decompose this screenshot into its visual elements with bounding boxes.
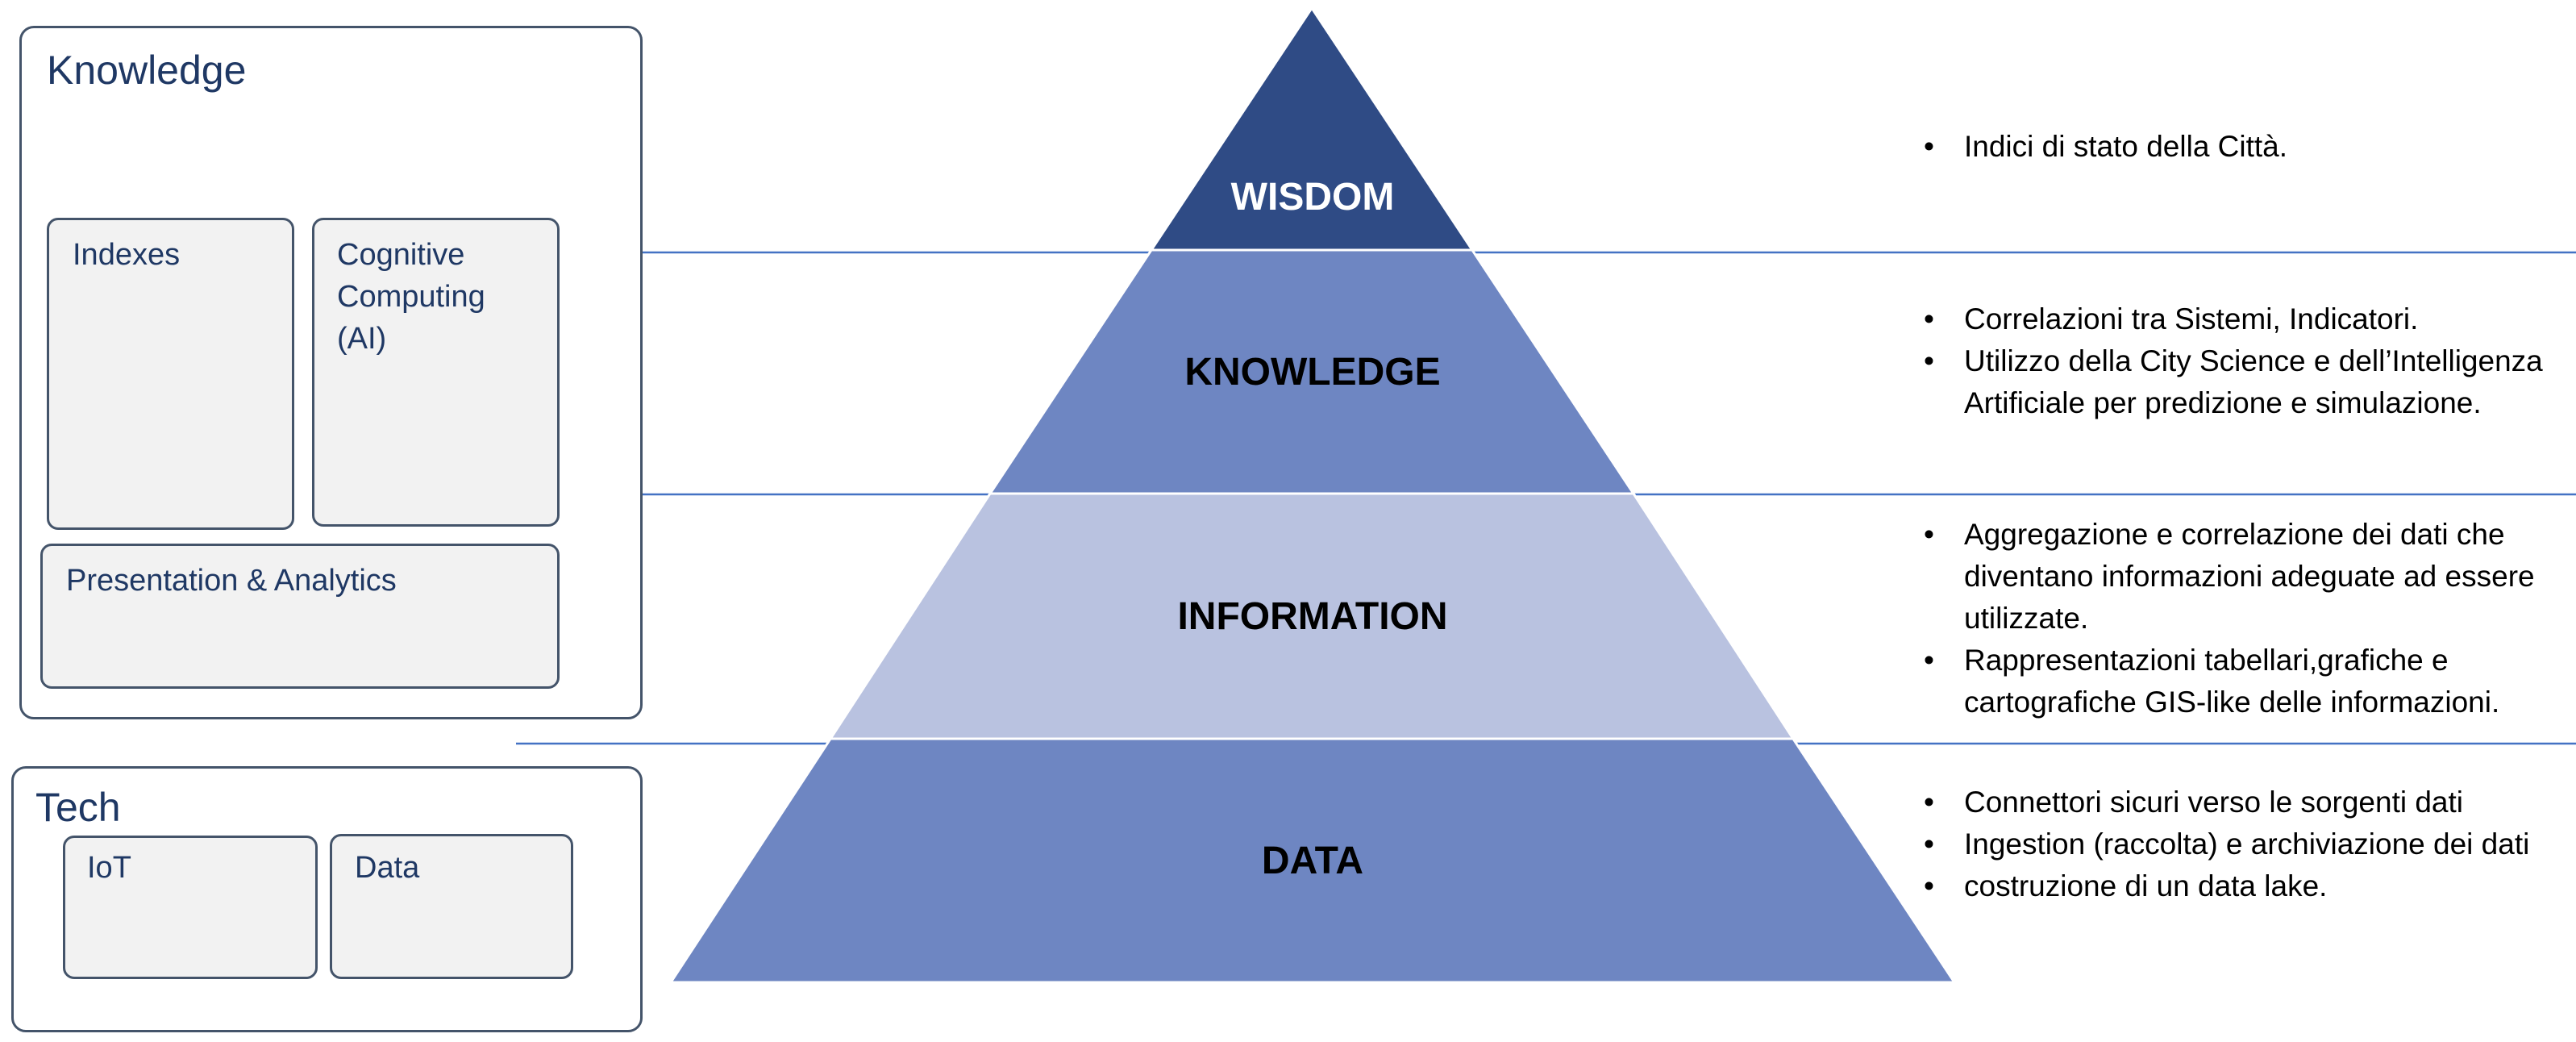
wisdom-bullet: Indici di stato della Città. (1919, 126, 2564, 168)
iot-box (63, 836, 318, 979)
information-bullet: Rappresentazioni tabellari,grafiche e ca… (1919, 640, 2564, 723)
iot-label: IoT (87, 851, 131, 885)
pyramid-data-label: DATA (1262, 840, 1363, 882)
information-bullet: Aggregazione e correlazione dei dati che… (1919, 514, 2564, 640)
data-bullet: Connettori sicuri verso le sorgenti dati (1919, 782, 2564, 823)
pyramid-information-label: INFORMATION (1177, 595, 1447, 638)
tech-panel-title: Tech (35, 785, 121, 830)
information-bullets: Aggregazione e correlazione dei dati che… (1919, 514, 2564, 723)
data-label: Data (355, 851, 420, 885)
knowledge-bullet: Utilizzo della City Science e dell’Intel… (1919, 340, 2564, 424)
presentation-analytics-label: Presentation & Analytics (66, 564, 397, 598)
data-bullets: Connettori sicuri verso le sorgenti dati… (1919, 782, 2564, 907)
wisdom-bullets: Indici di stato della Città. (1919, 126, 2564, 168)
cognitive-computing-label: Cognitive Computing (AI) (337, 238, 485, 356)
cognitive-computing-box (312, 218, 560, 527)
knowledge-bullets: Correlazioni tra Sistemi, Indicatori. Ut… (1919, 298, 2564, 424)
knowledge-panel-title: Knowledge (47, 48, 247, 93)
data-box (330, 834, 573, 979)
pyramid-wisdom-label: WISDOM (1231, 176, 1395, 219)
indexes-label: Indexes (73, 238, 181, 272)
data-bullet: costruzione di un data lake. (1919, 865, 2564, 907)
knowledge-bullet: Correlazioni tra Sistemi, Indicatori. (1919, 298, 2564, 340)
data-bullet: Ingestion (raccolta) e archiviazione dei… (1919, 823, 2564, 865)
pyramid-knowledge-label: KNOWLEDGE (1184, 351, 1440, 394)
indexes-box (47, 218, 294, 530)
presentation-analytics-box (40, 544, 560, 689)
pyramid-data-segment (668, 737, 1957, 984)
